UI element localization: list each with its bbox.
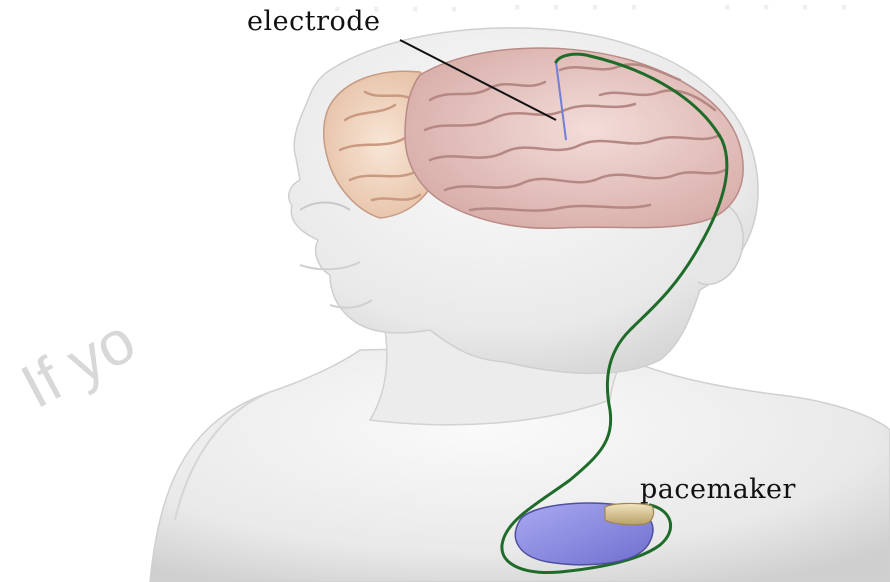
pacemaker-header: [605, 503, 654, 524]
electrode-label: electrode: [247, 8, 381, 35]
implanted-pacemaker: [515, 503, 653, 565]
pacemaker-label: pacemaker: [640, 476, 796, 503]
